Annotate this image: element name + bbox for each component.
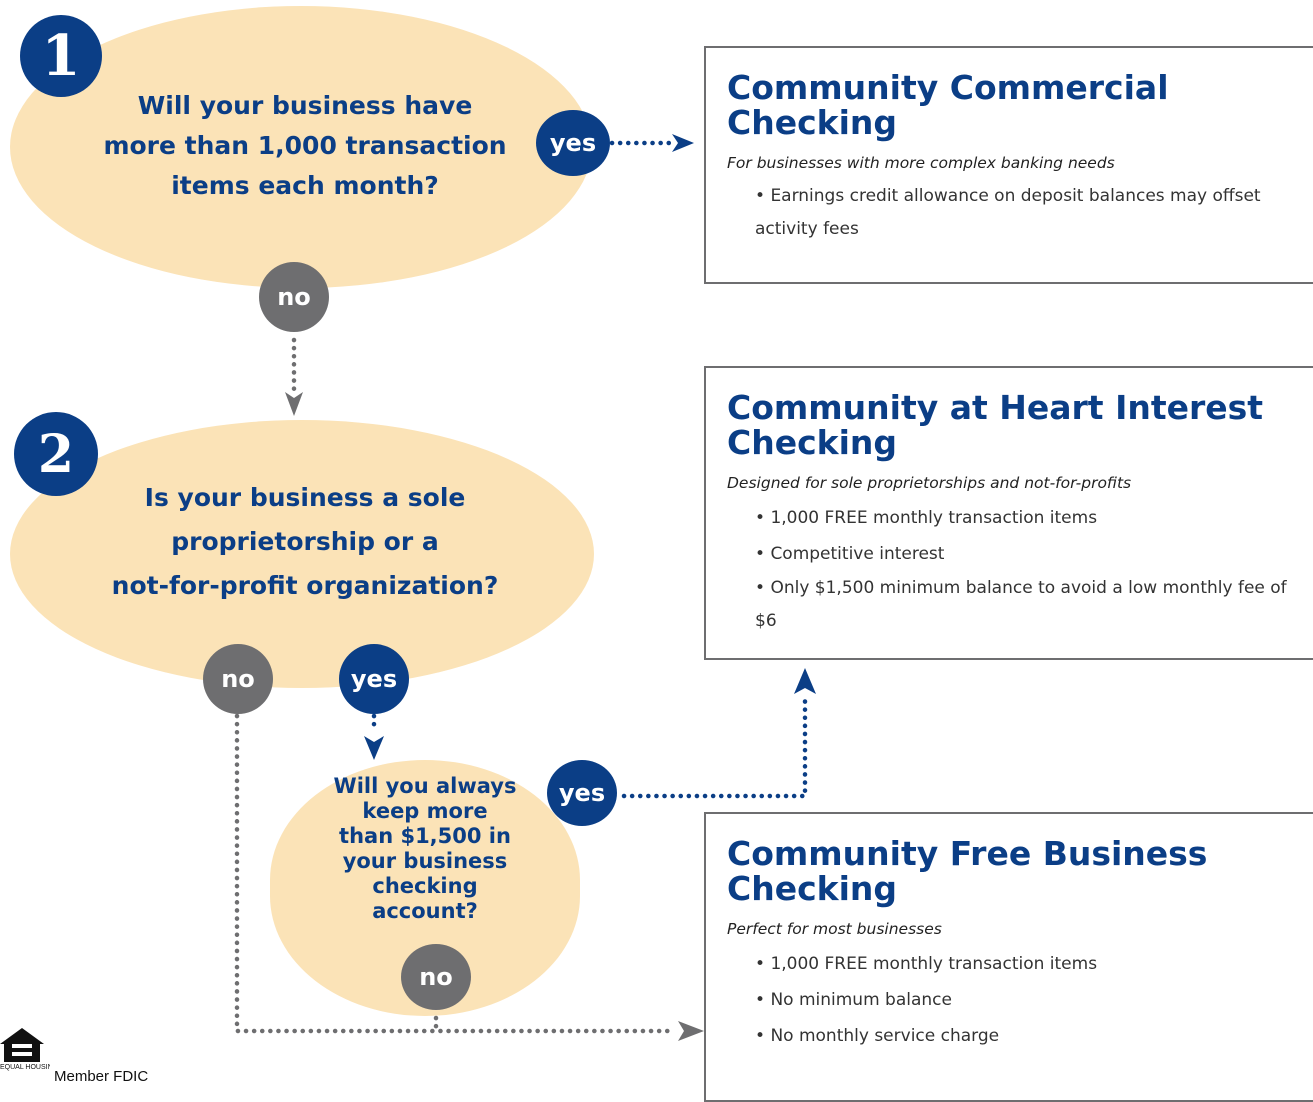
arrowhead-no2 [678,1021,704,1041]
arrowhead-yes1 [672,134,694,152]
account-subtitle: Perfect for most businesses [727,920,942,938]
equal-housing-lender-logo [0,1028,44,1062]
question-2-text: Is your business a sole proprietorship o… [40,476,570,608]
account-box-heart-interest[interactable]: Community at Heart Interest Checking Des… [704,366,1313,660]
question-1-line: more than 1,000 transaction [103,131,507,160]
equal-housing-lender-text: EQUAL HOUSING LENDER [0,1064,50,1071]
account-bullet: • Earnings credit allowance on deposit b… [755,186,1261,239]
question-2-line: not-for-profit organization? [111,571,499,600]
question-3-line: keep more [362,799,488,823]
yes-3-badge[interactable]: yes [547,760,617,826]
question-1-line: items each month? [171,171,439,200]
question-1-text: Will your business have more than 1,000 … [40,86,570,206]
account-box-commercial[interactable]: Community Commercial Checking For busine… [704,46,1313,284]
arrowhead-no1 [285,392,303,416]
account-box-free-business[interactable]: Community Free Business Checking Perfect… [704,812,1313,1102]
account-bullet: • Competitive interest [755,544,945,564]
account-bullet: • Only $1,500 minimum balance to avoid a… [755,578,1287,631]
question-3-text: Will you always keep more than $1,500 in… [300,774,550,924]
account-bullet: • 1,000 FREE monthly transaction items [755,508,1098,528]
question-1-line: Will your business have [137,91,473,120]
account-subtitle: For businesses with more complex banking… [727,154,1115,172]
no-1-badge[interactable]: no [259,262,329,332]
question-3-line: Will you always [333,774,517,798]
arrowhead-yes2 [364,736,384,760]
step-1-number: 1 [20,15,102,97]
member-fdic-text: Member FDIC [54,1068,149,1085]
account-title: Community at Heart Interest Checking [727,388,1264,462]
account-bullet: • No minimum balance [755,990,952,1010]
yes-1-badge[interactable]: yes [536,110,610,176]
no-2-badge[interactable]: no [203,644,273,714]
step-2-number: 2 [14,412,98,496]
question-3-line: checking [372,874,478,898]
account-bullet: • 1,000 FREE monthly transaction items [755,954,1098,974]
question-2-line: Is your business a sole [144,483,466,512]
question-2-ellipse [10,420,594,688]
account-title: Community Commercial Checking [727,68,1169,142]
connector-no2 [234,713,675,1034]
question-3-line: account? [372,899,478,923]
account-title: Community Free Business Checking [727,834,1208,908]
account-subtitle: Designed for sole proprietorships and no… [727,474,1132,492]
arrowhead-yes3 [794,668,816,694]
connector-yes3 [621,697,808,799]
yes-2-badge[interactable]: yes [339,644,409,714]
account-bullet: • No monthly service charge [755,1026,1000,1046]
question-2-line: proprietorship or a [171,527,439,556]
question-3-line: than $1,500 in [339,824,511,848]
no-3-badge[interactable]: no [401,944,471,1010]
question-3-line: your business [342,849,508,873]
question-1-ellipse [10,6,592,288]
